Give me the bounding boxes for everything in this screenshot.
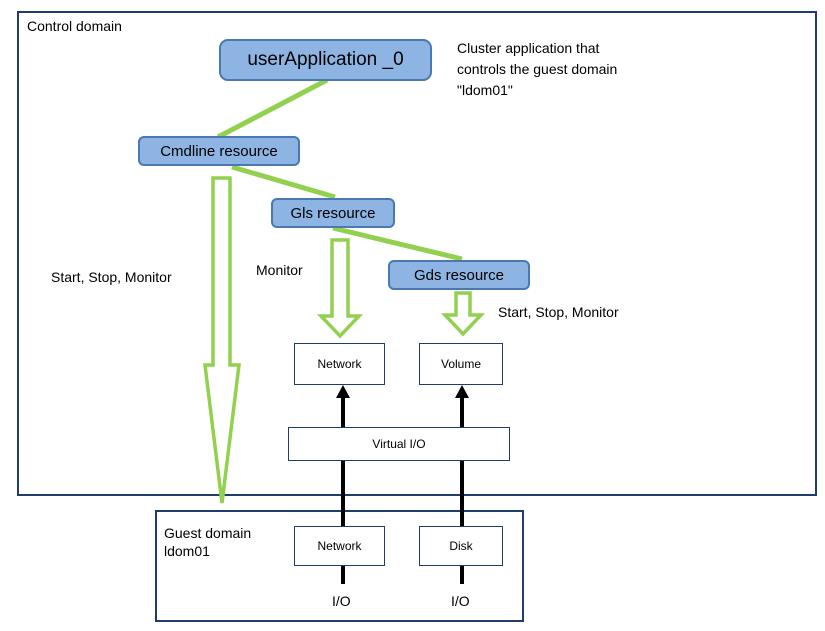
connector-app-cmdline	[216, 77, 329, 140]
control-domain-frame	[17, 11, 817, 496]
user-application-node: userApplication _0	[219, 39, 432, 81]
cmdline-arrow-label: Start, Stop, Monitor	[51, 269, 172, 285]
io-label-left: I/O	[332, 593, 351, 609]
guest-domain-label: Guest domain	[164, 525, 252, 541]
cmdline-control-arrow	[203, 176, 241, 504]
control-network-box: Network	[294, 343, 385, 385]
guest-network-box: Network	[294, 526, 385, 566]
network-arrowhead	[336, 385, 350, 398]
gls-resource-node: Gls resource	[271, 198, 395, 228]
connector-gls-gds	[332, 225, 463, 262]
volume-arrowhead	[455, 385, 469, 398]
gds-control-arrow	[440, 291, 486, 337]
gds-arrow-label: Start, Stop, Monitor	[498, 304, 619, 320]
control-volume-box: Volume	[419, 343, 503, 385]
virtual-io-box: Virtual I/O	[288, 427, 510, 461]
gds-resource-node: Gds resource	[388, 260, 530, 290]
control-domain-label: Control domain	[27, 18, 122, 34]
guest-domain-name: ldom01	[164, 543, 210, 559]
annotation-line-2: controls the guest domain	[457, 61, 618, 77]
gls-monitor-arrow	[316, 238, 364, 339]
cmdline-resource-node: Cmdline resource	[138, 136, 300, 166]
io-label-right: I/O	[451, 593, 470, 609]
gls-arrow-label: Monitor	[256, 262, 303, 278]
guest-domain-frame	[155, 510, 524, 622]
guest-disk-box: Disk	[419, 526, 503, 566]
annotation-line-3: "ldom01"	[457, 82, 513, 98]
connector-cmdline-gls	[231, 164, 336, 200]
annotation-line-1: Cluster application that	[457, 40, 600, 56]
